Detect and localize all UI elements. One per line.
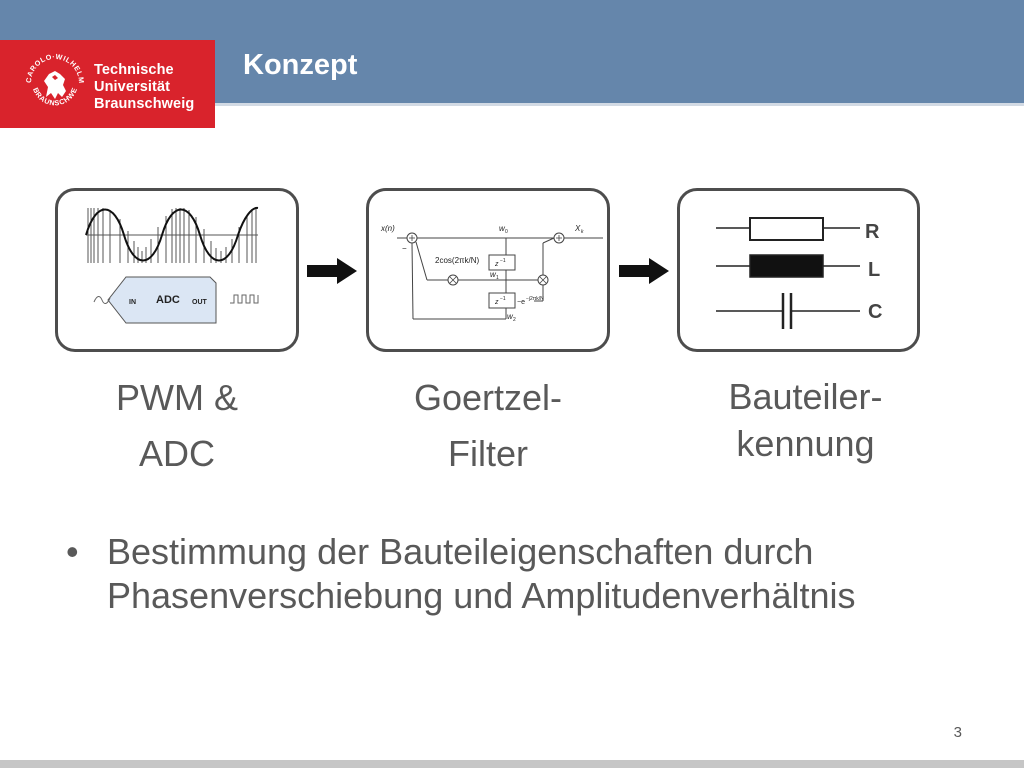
inductor-label: L bbox=[868, 259, 880, 281]
resistor-icon bbox=[749, 217, 824, 241]
goertzel-block-diagram: x(n) X k w 0 w 1 w 2 z −1 z −1 − 2cos(2π… bbox=[380, 224, 603, 323]
pwm-adc-panel: ADC IN OUT bbox=[55, 188, 299, 352]
university-seal-icon: CAROLO·WILHELMINA BRAUNSCHWEIG bbox=[22, 47, 86, 107]
bullet-list: • Bestimmung der Bauteileigenschaften du… bbox=[66, 530, 966, 618]
pwm-caption-line-1: PWM & bbox=[116, 377, 238, 418]
component-caption-line-1: Bauteiler- bbox=[728, 376, 883, 417]
adc-label: ADC bbox=[156, 294, 180, 306]
digital-output-icon bbox=[230, 294, 259, 304]
twiddle-label: −e bbox=[517, 299, 525, 306]
sine-wave bbox=[85, 206, 259, 262]
pwm-adc-diagram: ADC IN OUT bbox=[85, 206, 259, 324]
analog-input-icon bbox=[93, 296, 111, 304]
component-caption-line-2: kennung bbox=[736, 423, 875, 464]
arrow-right-icon bbox=[619, 258, 669, 284]
coefficient-label: 2cos(2πk/N) bbox=[435, 256, 480, 265]
inductor-icon bbox=[749, 254, 824, 278]
pwm-caption-line-2: ADC bbox=[138, 433, 215, 474]
w1-label: w bbox=[490, 270, 497, 279]
goertzel-output-label: X bbox=[574, 224, 581, 233]
w2-sub: 2 bbox=[513, 317, 516, 323]
delay-2-exp: −1 bbox=[500, 296, 506, 302]
adc-block bbox=[107, 276, 217, 324]
minus-sign: − bbox=[402, 244, 407, 253]
w0-label: w bbox=[499, 224, 506, 233]
footer-bar bbox=[0, 760, 1024, 768]
delay-1-exp: −1 bbox=[500, 258, 506, 264]
header-underline bbox=[0, 103, 1024, 106]
slide-title: Konzept bbox=[243, 49, 358, 81]
component-caption: Bauteiler- kennung bbox=[703, 373, 908, 467]
page-number: 3 bbox=[953, 724, 962, 741]
adc-out-label: OUT bbox=[192, 299, 208, 306]
pwm-adc-caption: PWM & ADC bbox=[77, 370, 277, 482]
component-identification-panel: R L C bbox=[677, 188, 920, 352]
goertzel-caption-line-1: Goertzel- bbox=[413, 377, 563, 418]
goertzel-input-label: x(n) bbox=[380, 224, 395, 233]
logo-line-1: Technische bbox=[94, 62, 174, 78]
goertzel-filter-panel: x(n) X k w 0 w 1 w 2 z −1 z −1 − 2cos(2π… bbox=[366, 188, 610, 352]
component-symbols: R L C bbox=[716, 217, 882, 329]
w2-label: w bbox=[507, 312, 514, 321]
resistor-label: R bbox=[865, 221, 880, 243]
twiddle-exp: −j2πk/N bbox=[526, 296, 544, 302]
university-logo: CAROLO·WILHELMINA BRAUNSCHWEIG Technisch… bbox=[0, 40, 215, 128]
capacitor-label: C bbox=[868, 301, 882, 323]
logo-line-3: Braunschweig bbox=[94, 96, 195, 112]
w1-sub: 1 bbox=[496, 275, 499, 281]
w0-sub: 0 bbox=[505, 229, 508, 235]
logo-line-2: Universität bbox=[94, 79, 171, 95]
delay-2-label: z bbox=[494, 299, 499, 306]
arrow-right-icon bbox=[307, 258, 357, 284]
adc-in-label: IN bbox=[129, 299, 136, 306]
bullet-icon: • bbox=[66, 531, 79, 572]
goertzel-output-sub: k bbox=[581, 229, 584, 235]
delay-1-label: z bbox=[494, 261, 499, 268]
bullet-item: • Bestimmung der Bauteileigenschaften du… bbox=[66, 530, 966, 618]
goertzel-caption: Goertzel- Filter bbox=[388, 370, 588, 482]
bullet-text: Bestimmung der Bauteileigenschaften durc… bbox=[107, 531, 856, 616]
goertzel-caption-line-2: Filter bbox=[448, 433, 528, 474]
